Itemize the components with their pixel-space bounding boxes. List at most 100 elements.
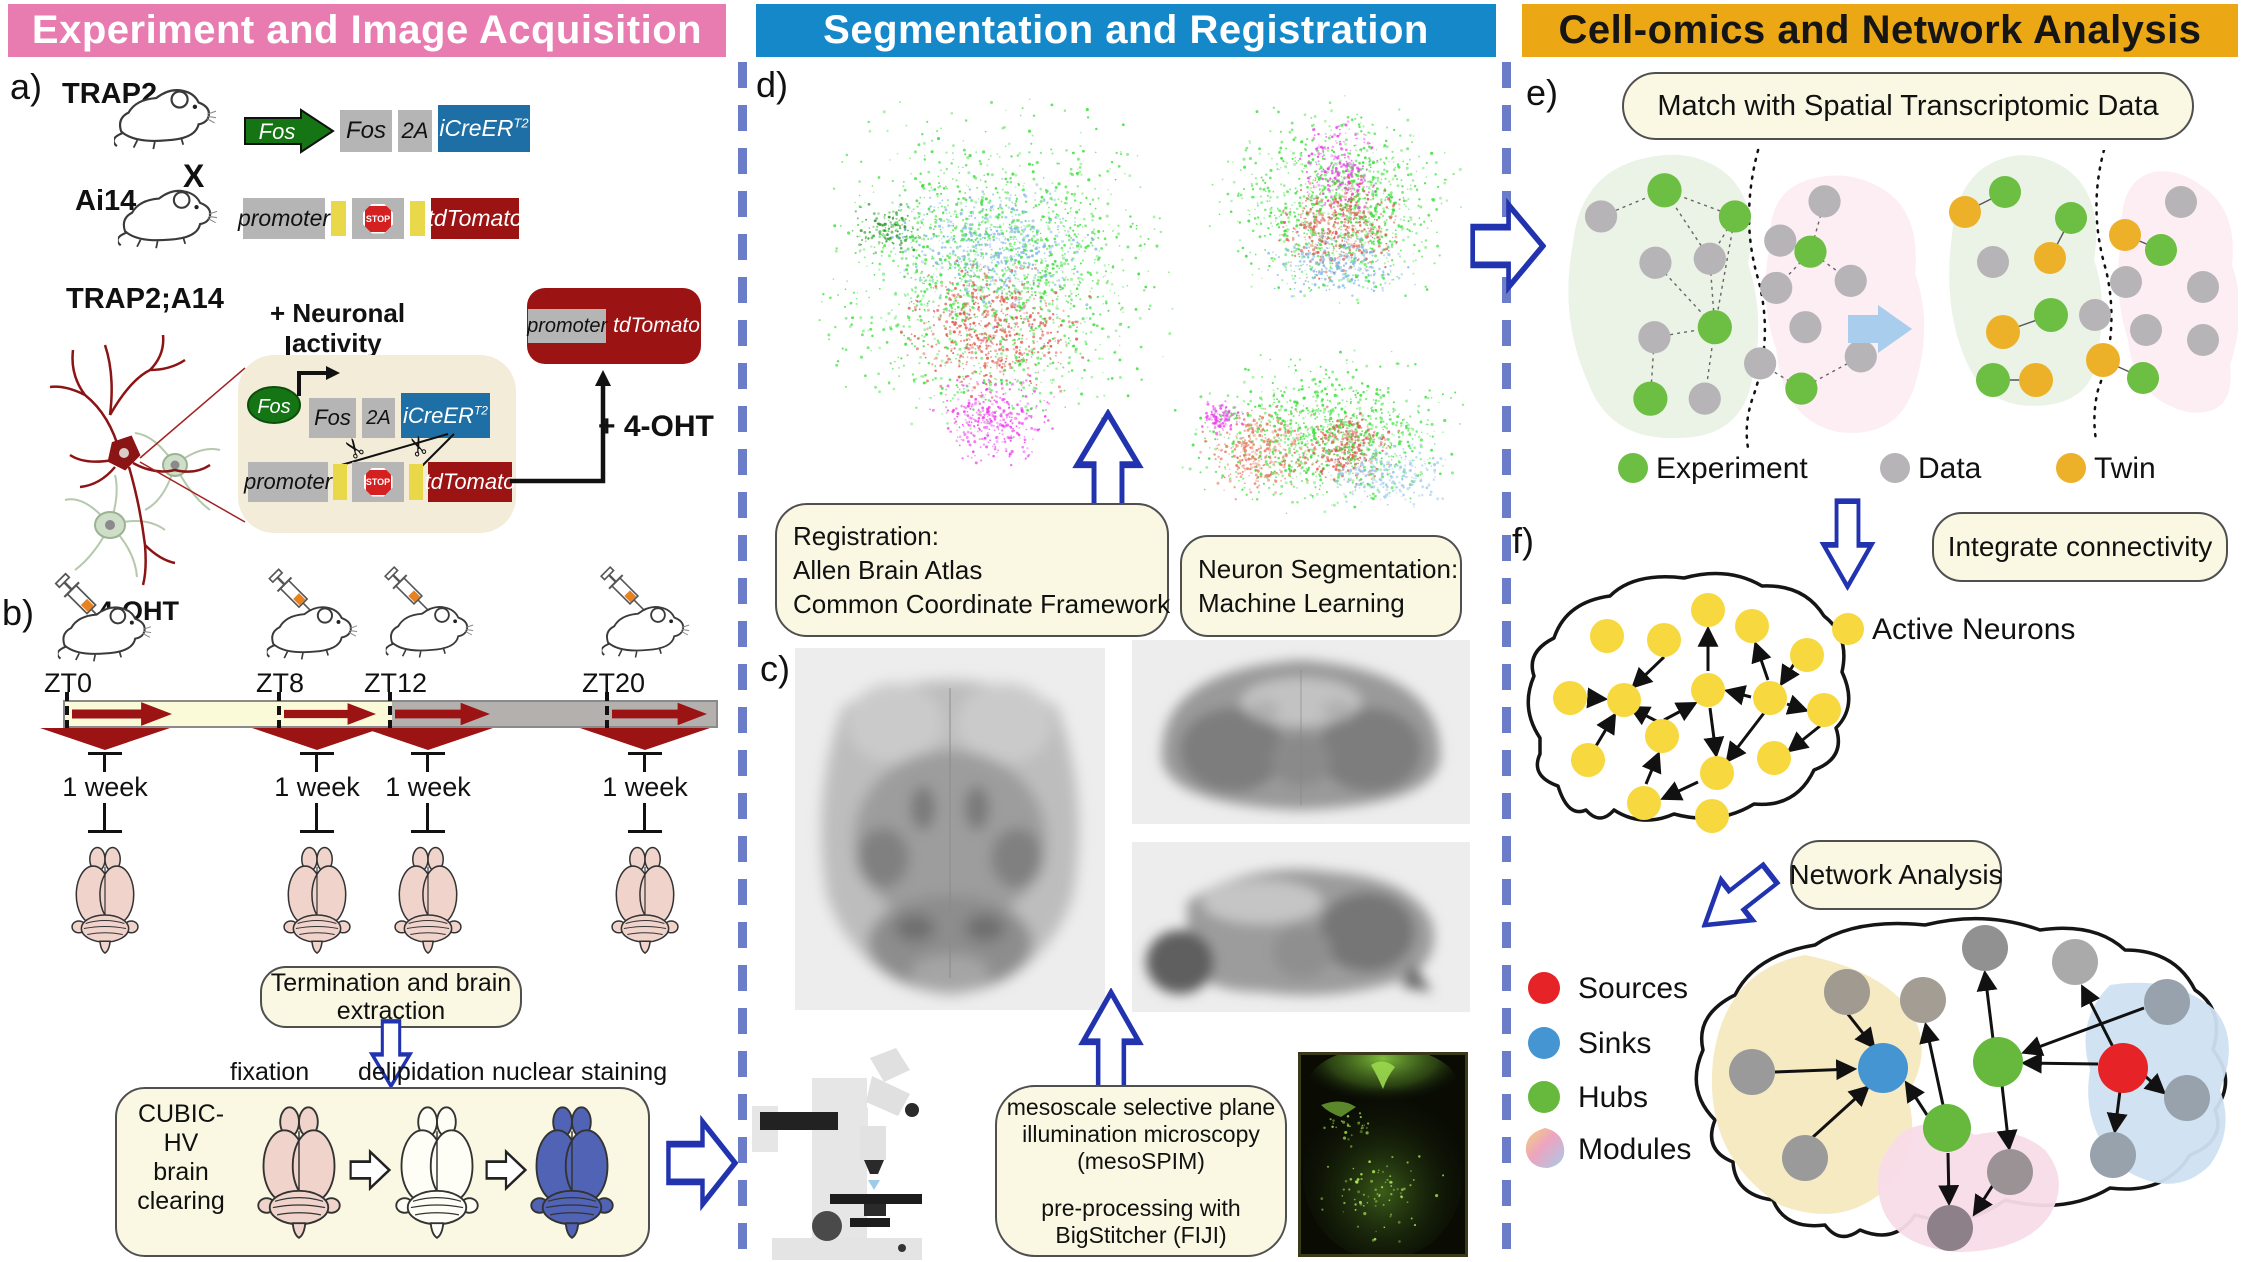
segmentation-line2: Machine Learning bbox=[1198, 586, 1405, 620]
interval-cap bbox=[628, 830, 662, 833]
mesospim-box: mesoscale selective plane illumination m… bbox=[995, 1085, 1287, 1257]
plus-4oht-label: + 4-OHT bbox=[598, 410, 714, 444]
panel-e-label: e) bbox=[1526, 72, 1558, 114]
week-label: 1 week bbox=[373, 772, 483, 803]
integrate-title: Integrate connectivity bbox=[1948, 531, 2213, 563]
experiment-legend-dot bbox=[1618, 453, 1648, 483]
interval-cap bbox=[88, 830, 122, 833]
mesospim-line3: (mesoSPIM) bbox=[1077, 1148, 1205, 1175]
match-box: Match with Spatial Transcriptomic Data bbox=[1622, 72, 2194, 140]
preprocessing-line2: BigStitcher (FIJI) bbox=[1055, 1222, 1226, 1249]
flow-right-arrow-icon bbox=[664, 1113, 738, 1213]
microscopy-image-horizontal bbox=[795, 648, 1105, 1010]
induction-triangle bbox=[363, 728, 493, 750]
fos-promoter-arrow: Fos bbox=[243, 108, 335, 154]
tdtomato-text: tdTomato bbox=[427, 205, 522, 232]
mouse-icon bbox=[253, 600, 371, 662]
fos-promoter-text: Fos bbox=[259, 119, 296, 144]
hubs-legend-dot bbox=[1528, 1081, 1560, 1113]
induction-triangle bbox=[40, 728, 170, 750]
recombined-result-box: promoter tdTomato bbox=[527, 288, 701, 364]
termination-line1: Termination and brain bbox=[271, 969, 511, 997]
loxp-site bbox=[410, 201, 425, 236]
flow-right-arrow-icon bbox=[1468, 196, 1546, 296]
transform-arrow-shaft bbox=[1848, 315, 1882, 343]
stop-box-2: STOP bbox=[352, 462, 404, 502]
header-segmentation: Segmentation and Registration bbox=[756, 4, 1496, 57]
header-experiment-title: Experiment and Image Acquisition bbox=[32, 8, 702, 53]
divider-left-middle bbox=[738, 62, 747, 1262]
panel-b-label: b) bbox=[2, 592, 34, 634]
flow-up-arrow-icon bbox=[1077, 988, 1145, 1100]
promoter-box-2: promoter bbox=[248, 462, 328, 502]
week-label: 1 week bbox=[50, 772, 160, 803]
brain-icon bbox=[607, 838, 683, 960]
stop-text: STOP bbox=[366, 214, 390, 224]
segmentation-line1: Neuron Segmentation: bbox=[1198, 552, 1458, 586]
registration-box: Registration: Allen Brain Atlas Common C… bbox=[775, 503, 1169, 637]
fluorescence-image bbox=[1298, 1052, 1468, 1257]
interval-cap bbox=[411, 830, 445, 833]
icreer-box: iCreERT2 bbox=[438, 105, 530, 152]
sources-legend-dot bbox=[1528, 972, 1560, 1004]
tamoxifen-window-arrow bbox=[284, 702, 376, 726]
mouse-icon bbox=[42, 600, 167, 664]
zt12-label: ZT12 bbox=[364, 668, 427, 699]
tdtomato-box-2: tdTomato bbox=[428, 462, 512, 502]
panel-f-label: f) bbox=[1512, 520, 1534, 562]
icreer-text: iCreERT2 bbox=[439, 115, 528, 142]
tamoxifen-window-arrow bbox=[72, 702, 172, 726]
fos-gene-box: Fos bbox=[340, 110, 392, 152]
week-label: 1 week bbox=[590, 772, 700, 803]
tamoxifen-window-arrow bbox=[395, 702, 490, 726]
fos-gene-text: Fos bbox=[346, 117, 386, 145]
network-analysis-title: Network Analysis bbox=[1789, 859, 2002, 891]
brain-icon bbox=[390, 838, 466, 960]
hub-node bbox=[1973, 1037, 2023, 1087]
header-cellomics: Cell-omics and Network Analysis bbox=[1522, 4, 2238, 57]
hubs-legend-label: Hubs bbox=[1578, 1081, 1648, 1115]
step-label-fixation: fixation bbox=[230, 1058, 309, 1087]
white-arrow-icon bbox=[348, 1145, 392, 1195]
mesospim-line1: mesoscale selective plane bbox=[1007, 1094, 1275, 1121]
experiment-legend-label: Experiment bbox=[1656, 452, 1808, 486]
loxp-site bbox=[333, 464, 347, 500]
sink-node bbox=[1858, 1043, 1908, 1093]
sinks-legend-label: Sinks bbox=[1578, 1027, 1651, 1061]
fos-ellipse: Fos bbox=[247, 386, 301, 424]
svg-text:Fos: Fos bbox=[257, 396, 290, 418]
loxp-site bbox=[409, 464, 423, 500]
induction-triangle bbox=[580, 728, 710, 750]
step-label-nuclear-staining: nuclear staining bbox=[492, 1058, 667, 1087]
point-cloud-sagittal bbox=[1158, 333, 1490, 539]
microscopy-image-coronal bbox=[1132, 640, 1470, 824]
segmentation-box: Neuron Segmentation: Machine Learning bbox=[1180, 535, 1462, 637]
brain-icon-delipidation bbox=[390, 1095, 484, 1247]
active-neurons-legend-label: Active Neurons bbox=[1872, 613, 2075, 647]
brain-icon-stained bbox=[525, 1095, 619, 1247]
active-neuron-brain bbox=[1512, 558, 1857, 860]
trap2a14-label: TRAP2;A14 bbox=[66, 283, 224, 316]
hub-node bbox=[1923, 1104, 1971, 1152]
transform-arrow bbox=[1878, 305, 1912, 353]
microscope-icon bbox=[752, 1048, 987, 1262]
network-analysis-brain bbox=[1655, 900, 2240, 1260]
week-label: 1 week bbox=[262, 772, 372, 803]
mouse-icon bbox=[372, 600, 487, 660]
match-title: Match with Spatial Transcriptomic Data bbox=[1657, 90, 2158, 123]
registration-line1: Registration: bbox=[793, 519, 939, 553]
cubic-hv-label: CUBIC-HV brain clearing bbox=[122, 1100, 240, 1216]
stop-sign-icon: STOP bbox=[363, 204, 393, 234]
header-cellomics-title: Cell-omics and Network Analysis bbox=[1558, 8, 2201, 53]
active-neurons-legend-dot bbox=[1832, 613, 1864, 645]
panel-a-label: a) bbox=[10, 66, 42, 108]
twin-legend-label: Twin bbox=[2094, 452, 2156, 486]
result-promoter-chip: promoter bbox=[528, 309, 606, 343]
header-segmentation-title: Segmentation and Registration bbox=[823, 8, 1429, 53]
tdtomato-box: tdTomato bbox=[431, 198, 519, 239]
transcription-start-icon bbox=[294, 366, 340, 398]
p2a-text: 2A bbox=[402, 118, 429, 144]
stop-sign-icon: STOP bbox=[364, 468, 393, 497]
interval-cap bbox=[300, 830, 334, 833]
